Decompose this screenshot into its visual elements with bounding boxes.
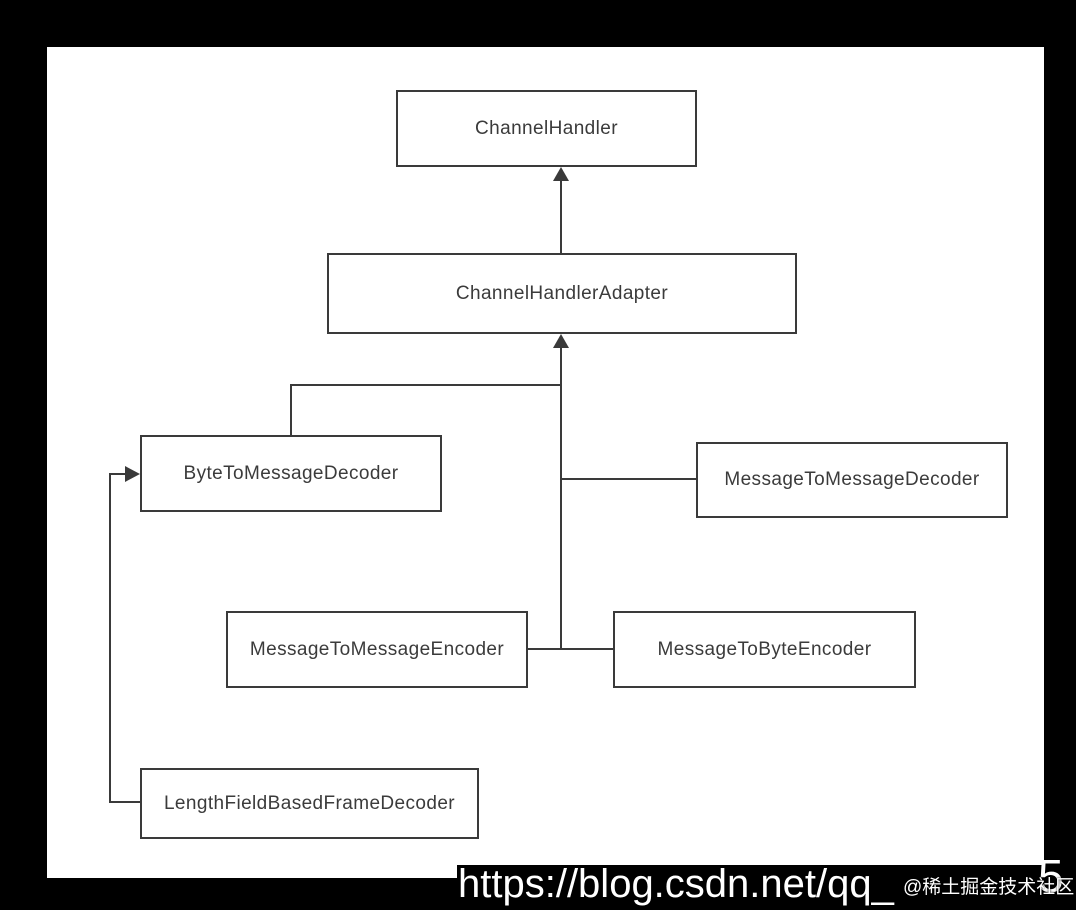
class-node-bytetomessagedecoder: ByteToMessageDecoder (140, 435, 442, 512)
class-node-messagetomessagedecoder: MessageToMessageDecoder (696, 442, 1008, 518)
class-node-messagetomessageencoder: MessageToMessageEncoder (226, 611, 528, 688)
csdn-url-watermark: https://blog.csdn.net/qq_ (458, 862, 894, 906)
edge-encoders-branch (528, 648, 613, 650)
class-node-channelhandleradapter: ChannelHandlerAdapter (327, 253, 797, 334)
juejin-watermark-badge: @稀土掘金技术社区 (903, 877, 1075, 898)
edge-lengthfield-to-bytedecoder-vertical (109, 473, 111, 803)
watermark-band (457, 865, 1076, 910)
class-label-channelhandleradapter: ChannelHandlerAdapter (455, 282, 669, 304)
edge-lengthfield-to-bytedecoder-bottom (109, 801, 140, 803)
class-label-messagetobyteencoder: MessageToByteEncoder (657, 638, 872, 660)
edge-bytetomessagedecoder-branch-vertical (290, 384, 292, 435)
inheritance-arrowhead-icon (125, 466, 140, 482)
inheritance-arrowhead-icon (553, 167, 569, 181)
class-label-messagetomessagedecoder: MessageToMessageDecoder (724, 469, 980, 490)
edge-adapter-to-handler (560, 180, 562, 253)
csdn-url-tail-digit: 5 (1038, 850, 1064, 902)
class-node-channelhandler: ChannelHandler (396, 90, 697, 167)
class-node-lengthfieldbasedframedecoder: LengthFieldBasedFrameDecoder (140, 768, 479, 839)
edge-bytetomessagedecoder-branch-horizontal (290, 384, 562, 386)
edge-messagetomessagedecoder-branch (561, 478, 696, 480)
inheritance-arrowhead-icon (553, 334, 569, 348)
edge-trunk-to-adapter (560, 348, 562, 649)
edge-lengthfield-to-bytedecoder-top (109, 473, 126, 475)
class-label-channelhandler: ChannelHandler (475, 117, 618, 139)
class-label-lengthfieldbasedframedecoder: LengthFieldBasedFrameDecoder (163, 792, 456, 814)
class-label-bytetomessagedecoder: ByteToMessageDecoder (183, 462, 399, 484)
class-node-messagetobyteencoder: MessageToByteEncoder (613, 611, 916, 688)
diagram-canvas: ChannelHandler ChannelHandlerAdapter Byt… (47, 47, 1044, 878)
class-label-messagetomessageencoder: MessageToMessageEncoder (249, 638, 505, 660)
